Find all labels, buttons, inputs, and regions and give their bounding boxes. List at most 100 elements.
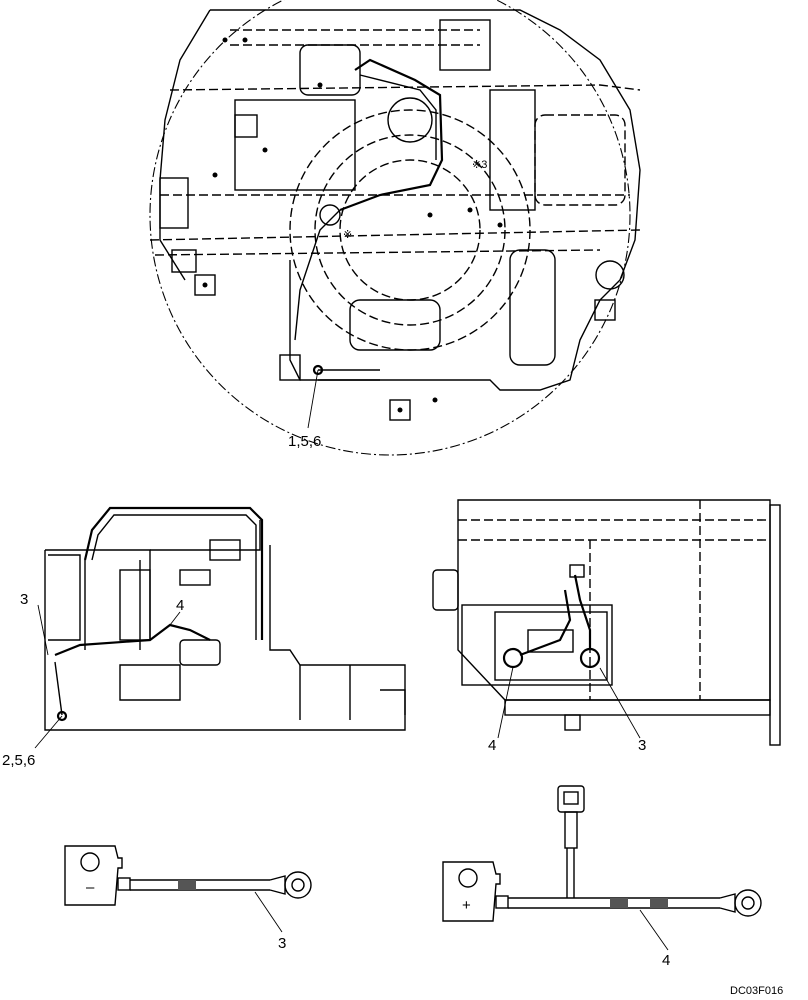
- side-box-lines: [84, 560, 141, 650]
- inner-dashed-circle-3: [339, 159, 481, 301]
- ring-terminal-3: [284, 871, 312, 899]
- bracket-bottom: [279, 354, 301, 381]
- small-bracket: [179, 569, 211, 586]
- bracket-left-2: [171, 249, 197, 273]
- ring-terminal-4: [734, 889, 762, 917]
- leader-cable-3: [254, 891, 283, 933]
- side-terminal: [56, 710, 68, 722]
- mount-bottom-rail: [504, 699, 771, 716]
- plate-slot: [509, 249, 556, 366]
- bolt-markers: [202, 37, 503, 413]
- callout-1-5-6: 1,5,6: [288, 433, 321, 450]
- cable-4-band-2: [650, 898, 668, 908]
- battery-cap: [527, 629, 574, 653]
- round-hole-2: [595, 260, 625, 290]
- bracket-left: [159, 177, 189, 229]
- side-cable-down: [54, 661, 63, 716]
- side-box-inner: [48, 554, 81, 641]
- plate-corner: [439, 19, 491, 71]
- swing-circle: [149, 0, 631, 456]
- cable-route-top-2: [359, 74, 437, 160]
- side-box: [45, 549, 151, 640]
- branch-wire-top: [564, 811, 578, 849]
- callout-3-left: 3: [20, 591, 28, 608]
- mount-frame-outline: [457, 499, 771, 701]
- callout-2-5-6: 2,5,6: [2, 752, 35, 769]
- cable-route-top: [339, 58, 444, 212]
- clamp-hole-minus: [80, 852, 100, 872]
- battery-body: [494, 611, 608, 681]
- plate-column: [489, 89, 536, 211]
- cable-3-detail: – 3: [64, 845, 312, 952]
- terminal-minus-sign: –: [86, 879, 95, 896]
- cable-4-sleeve: [719, 893, 736, 913]
- frame-left-edge: [159, 9, 211, 281]
- leader-256: [34, 715, 63, 749]
- callout-cable-3: 3: [278, 935, 286, 952]
- terminal-rail: [318, 369, 380, 381]
- callout-4-right: 4: [488, 737, 496, 754]
- branch-wire: [566, 848, 575, 898]
- plate-bottom: [349, 299, 441, 351]
- cable-4-band-1: [610, 898, 628, 908]
- frame-dashed-line-1: [169, 84, 641, 91]
- square-mark-4: [389, 399, 411, 421]
- clamp-hole-plus: [458, 868, 478, 888]
- plate-right: [534, 114, 626, 206]
- battery-terminal-neg: [502, 647, 524, 669]
- mount-cable-2: [519, 589, 572, 657]
- mount-clip: [569, 564, 585, 578]
- plate-upper: [299, 44, 361, 96]
- ring-terminal-3-hole: [291, 878, 305, 892]
- inner-dashed-circle-2: [314, 134, 506, 326]
- frame-dashed-line-4: [154, 249, 601, 256]
- cable-route-down: [294, 209, 341, 341]
- battery-side-view: 3 4 2,5,6: [2, 506, 406, 769]
- motor-block: [179, 639, 221, 666]
- vertical-bracket: [119, 569, 151, 641]
- square-mark-3: [594, 299, 616, 321]
- ring-terminal-4-hole: [741, 896, 755, 910]
- hose-loop-inner: [91, 514, 257, 640]
- square-mark-2: [194, 274, 216, 296]
- leader-4-left: [169, 611, 181, 626]
- fuse-holder: [557, 785, 585, 813]
- leader-top: [307, 369, 319, 429]
- side-cable: [54, 623, 211, 657]
- asterisk-mark-a: ※3: [472, 159, 487, 171]
- leader-4-right: [497, 666, 514, 739]
- terminal-plus-sign: +: [462, 897, 471, 914]
- hose-loop: [83, 506, 264, 640]
- asterisk-mark-b: ※: [343, 229, 352, 241]
- lower-step: [380, 689, 406, 715]
- frame-outline: [210, 9, 641, 391]
- callout-cable-4: 4: [662, 952, 670, 969]
- side-top-edge: [150, 520, 261, 551]
- small-bracket-2: [209, 539, 241, 561]
- plate-left: [234, 99, 356, 191]
- drawing-code: DC03F016: [730, 985, 783, 997]
- battery-tray: [461, 604, 613, 686]
- fuse-holder-inner: [563, 791, 579, 805]
- leader-3-left: [37, 604, 49, 656]
- cable-3-band: [178, 880, 196, 890]
- square-mark-1: [234, 114, 258, 138]
- mount-foot: [564, 714, 581, 731]
- cable-3-sleeve: [269, 875, 286, 895]
- clamp-bolt-minus: [117, 877, 131, 891]
- mount-lug: [432, 569, 459, 611]
- cable-4-detail: + 4: [442, 785, 762, 969]
- round-hole: [387, 97, 433, 143]
- frame-dashed-line-3: [149, 229, 641, 241]
- side-frame-outline: [44, 545, 406, 731]
- lower-box: [119, 664, 181, 701]
- cable-clamp: [319, 204, 341, 226]
- lower-dividers: [299, 665, 351, 720]
- cable-3-body: [130, 879, 270, 891]
- upper-structure-view: ※3 ※ 1,5,6: [149, 0, 641, 456]
- clamp-body-minus: [64, 845, 123, 906]
- callout-4-left: 4: [176, 597, 184, 614]
- mount-side-rail: [769, 504, 781, 746]
- leader-cable-4: [639, 909, 669, 951]
